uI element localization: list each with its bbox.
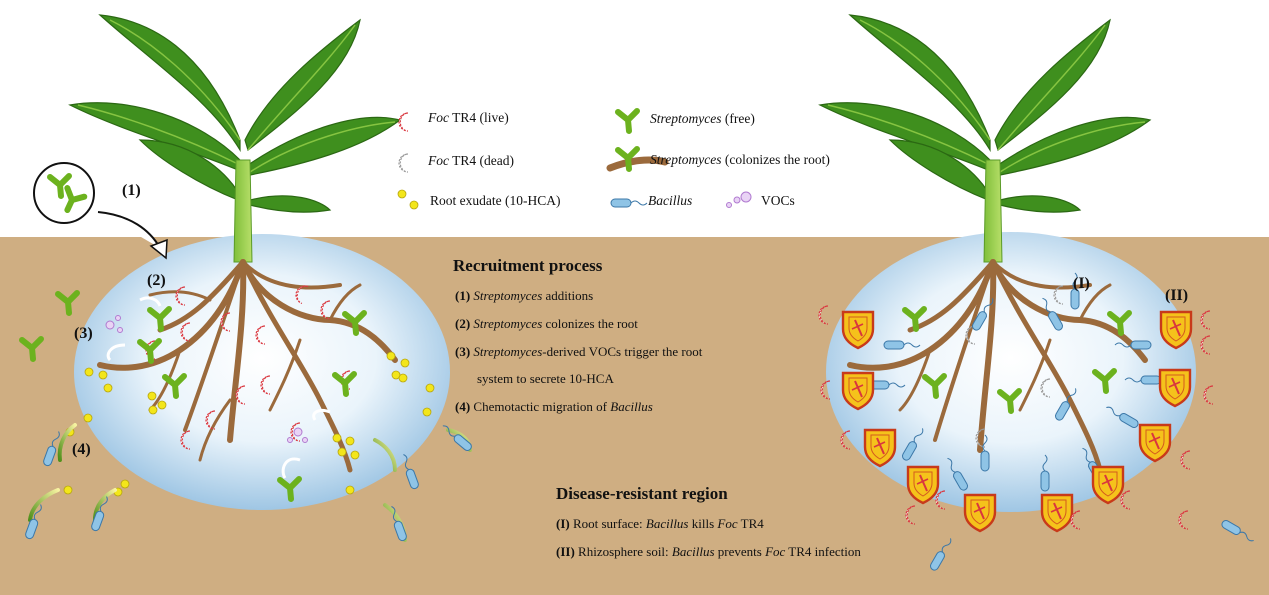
marker-3: (3) xyxy=(74,325,93,342)
legend-foc-live: Foc TR4 (live) xyxy=(428,110,509,125)
resistant-item-2: (II) Rhizosphere soil: Bacillus prevents… xyxy=(556,544,861,559)
resistant-title: Disease-resistant region xyxy=(556,484,728,503)
recruitment-title: Recruitment process xyxy=(453,256,603,275)
resistant-item-1: (I) Root surface: Bacillus kills Foc TR4 xyxy=(556,516,764,531)
legend-strep-root: Streptomyces (colonizes the root) xyxy=(650,152,830,167)
marker-1: (1) xyxy=(122,182,141,199)
left-rhizosphere-halo xyxy=(74,234,450,510)
marker-I: (I) xyxy=(1073,275,1090,292)
legend-strep-free: Streptomyces (free) xyxy=(650,111,755,126)
left-plant xyxy=(22,14,474,543)
legend-vocs: VOCs xyxy=(761,193,795,208)
legend-icons xyxy=(397,111,752,210)
legend-bacillus: Bacillus xyxy=(648,193,693,208)
recruitment-step-4: (4) Chemotactic migration of Bacillus xyxy=(455,399,653,414)
legend-foc-dead: Foc TR4 (dead) xyxy=(428,153,514,168)
recruitment-step-3: (3) Streptomyces-derived VOCs trigger th… xyxy=(455,344,703,359)
right-plant xyxy=(818,14,1257,573)
recruitment-step-1: (1) Streptomyces additions xyxy=(455,288,594,303)
recruitment-step-2: (2) Streptomyces colonizes the root xyxy=(455,316,638,331)
recruitment-step-3-cont: system to secrete 10-HCA xyxy=(477,371,614,386)
right-rhizosphere-halo xyxy=(826,232,1196,512)
marker-4: (4) xyxy=(72,441,91,458)
legend-exudate: Root exudate (10-HCA) xyxy=(430,193,561,208)
marker-2: (2) xyxy=(147,272,166,289)
streptomyces-addition-icon xyxy=(33,162,95,224)
marker-II: (II) xyxy=(1165,287,1189,304)
